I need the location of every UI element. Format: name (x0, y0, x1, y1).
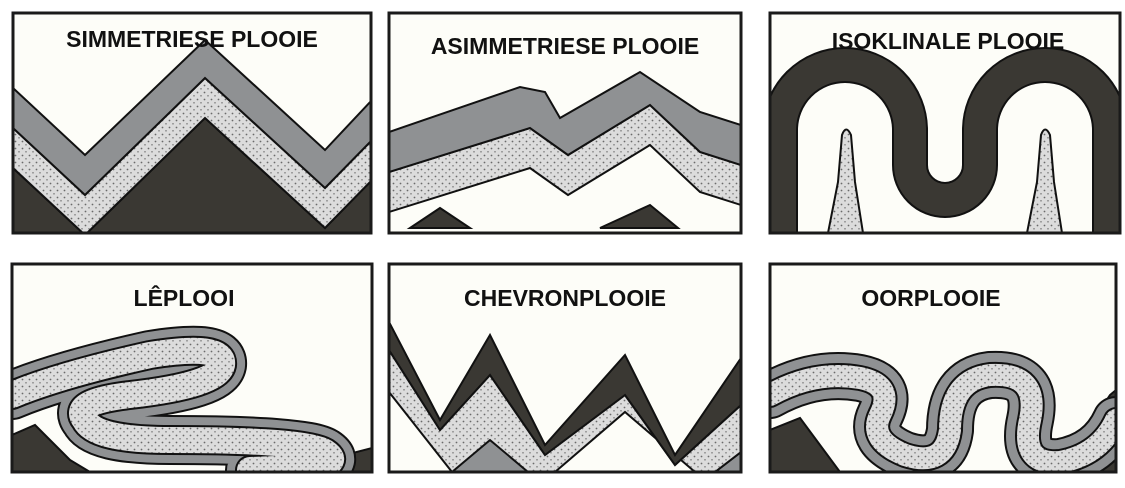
panel-title: ISOKLINALE PLOOIE (832, 28, 1065, 54)
panel-title: LÊPLOOI (134, 284, 235, 311)
panel-recumbent-fold: LÊPLOOI (12, 264, 372, 472)
panel-title: SIMMETRIESE PLOOIE (66, 26, 318, 52)
panel-asymmetric-fold: ASIMMETRIESE PLOOIE (389, 13, 741, 233)
panel-chevron-fold: CHEVRONPLOOIE (389, 264, 741, 472)
panel-symmetric-fold: SIMMETRIESE PLOOIE (13, 13, 372, 240)
panel-title: OORPLOOIE (861, 285, 1000, 311)
panel-title: ASIMMETRIESE PLOOIE (431, 33, 699, 59)
panel-title: CHEVRONPLOOIE (464, 285, 666, 311)
panel-isoclinal-fold: ISOKLINALE PLOOIE (770, 13, 1120, 233)
panel-overturned-fold: OORPLOOIE (770, 264, 1116, 472)
